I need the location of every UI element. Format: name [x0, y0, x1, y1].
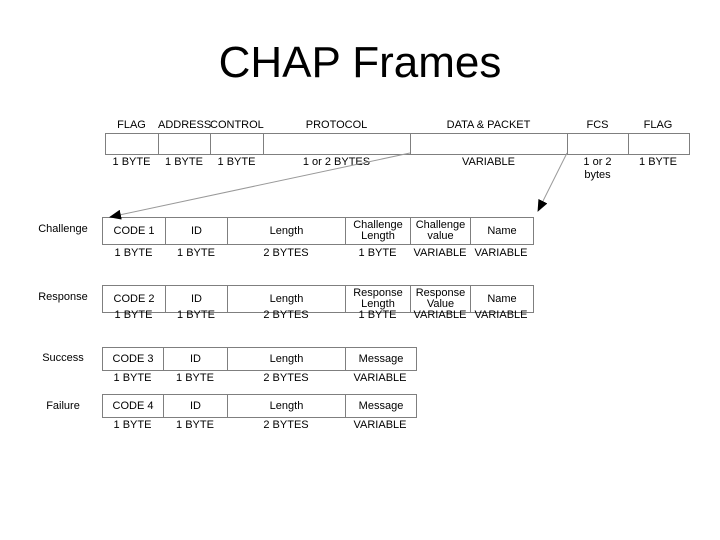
ppp-field-label-data-packet: DATA & PACKET [446, 119, 531, 131]
response-cell-name: Name [487, 292, 517, 305]
chap-packet-failure: CODE 4 ID Length Message [102, 394, 417, 418]
response-cell-response-length: Response Length [346, 286, 411, 312]
ppp-field-label-flag1: FLAG [117, 119, 146, 131]
response-cell-response-value: Response Value [411, 286, 471, 312]
response-sizes-row: 1 BYTE 1 BYTE 2 BYTES 1 BYTE VARIABLE VA… [102, 309, 532, 322]
ppp-field-label-address: ADDRESS [158, 119, 212, 131]
ppp-frame-boxes [105, 133, 690, 155]
success-size-message: VARIABLE [353, 372, 407, 384]
slide-title: CHAP Frames [218, 38, 502, 87]
failure-cell-message: Message [358, 399, 404, 412]
ppp-labels-row: FLAG ADDRESS CONTROL PROTOCOL DATA & PAC… [105, 119, 688, 132]
ppp-box-fcs [568, 134, 629, 154]
packet-label-response: Response [38, 291, 88, 303]
chap-packet-success: CODE 3 ID Length Message [102, 347, 417, 371]
success-size-id: 1 BYTE [176, 372, 214, 384]
challenge-cell-challenge-length: Challenge Length [346, 218, 411, 244]
chap-packet-response: CODE 2 ID Length Response Length Respons… [102, 285, 534, 313]
ppp-box-control [211, 134, 264, 154]
success-cell-length: Length [228, 348, 346, 370]
response-cell-code: CODE 2 [103, 286, 166, 312]
ppp-size-protocol: 1 or 2 BYTES [302, 156, 371, 168]
success-size-length: 2 BYTES [263, 372, 309, 384]
ppp-box-address [159, 134, 211, 154]
challenge-size-challenge-length: 1 BYTE [358, 247, 397, 259]
ppp-field-label-control: CONTROL [210, 119, 264, 131]
ppp-size-flag1: 1 BYTE [112, 156, 151, 168]
ppp-sizes-row: 1 BYTE 1 BYTE 1 BYTE 1 or 2 BYTES VARIAB… [105, 156, 688, 182]
failure-size-length: 2 BYTES [263, 419, 309, 431]
success-cell-id: ID [164, 348, 228, 370]
success-size-code: 1 BYTE [113, 372, 152, 384]
ppp-size-flag2: 1 BYTE [639, 156, 677, 168]
challenge-cell-code: CODE 1 [103, 218, 166, 244]
failure-cell-id: ID [164, 395, 228, 417]
challenge-size-challenge-value: VARIABLE [413, 247, 467, 259]
ppp-size-control: 1 BYTE [217, 156, 256, 168]
challenge-sizes-row: 1 BYTE 1 BYTE 2 BYTES 1 BYTE VARIABLE VA… [102, 247, 532, 260]
challenge-size-length: 2 BYTES [263, 247, 309, 259]
ppp-field-label-protocol: PROTOCOL [305, 119, 368, 131]
challenge-size-code: 1 BYTE [114, 247, 153, 259]
success-sizes-row: 1 BYTE 1 BYTE 2 BYTES VARIABLE [102, 372, 415, 385]
failure-cell-length: Length [228, 395, 346, 417]
ppp-field-label-fcs: FCS [586, 119, 609, 131]
ppp-size-fcs: 1 or 2 bytes [583, 156, 612, 181]
response-size-id: 1 BYTE [177, 309, 215, 321]
response-size-code: 1 BYTE [114, 309, 153, 321]
ppp-box-protocol [264, 134, 411, 154]
response-size-name: VARIABLE [474, 309, 528, 321]
ppp-box-flag1 [106, 134, 159, 154]
failure-size-id: 1 BYTE [176, 419, 214, 431]
failure-size-message: VARIABLE [353, 419, 407, 431]
ppp-box-flag2 [629, 134, 689, 154]
challenge-cell-length: Length [228, 218, 346, 244]
response-size-length: 2 BYTES [263, 309, 309, 321]
response-cell-length: Length [228, 286, 346, 312]
success-cell-message: Message [358, 352, 404, 365]
challenge-cell-name: Name [487, 224, 517, 237]
ppp-size-address: 1 BYTE [165, 156, 203, 168]
failure-sizes-row: 1 BYTE 1 BYTE 2 BYTES VARIABLE [102, 419, 415, 432]
ppp-box-data-packet [411, 134, 568, 154]
success-cell-code: CODE 3 [103, 348, 164, 370]
challenge-size-name: VARIABLE [474, 247, 528, 259]
failure-size-code: 1 BYTE [113, 419, 152, 431]
packet-label-challenge: Challenge [38, 223, 88, 235]
chap-packet-challenge: CODE 1 ID Length Challenge Length Challe… [102, 217, 534, 245]
response-size-response-value: VARIABLE [413, 309, 467, 321]
challenge-cell-id: ID [166, 218, 228, 244]
response-cell-id: ID [166, 286, 228, 312]
packet-label-success: Success [42, 352, 84, 364]
challenge-size-id: 1 BYTE [177, 247, 215, 259]
packet-label-failure: Failure [46, 400, 80, 412]
failure-cell-code: CODE 4 [103, 395, 164, 417]
ppp-size-data-packet: VARIABLE [462, 156, 515, 168]
ppp-field-label-flag2: FLAG [643, 119, 673, 131]
challenge-cell-challenge-value: Challenge value [411, 218, 471, 244]
response-size-response-length: 1 BYTE [358, 309, 397, 321]
